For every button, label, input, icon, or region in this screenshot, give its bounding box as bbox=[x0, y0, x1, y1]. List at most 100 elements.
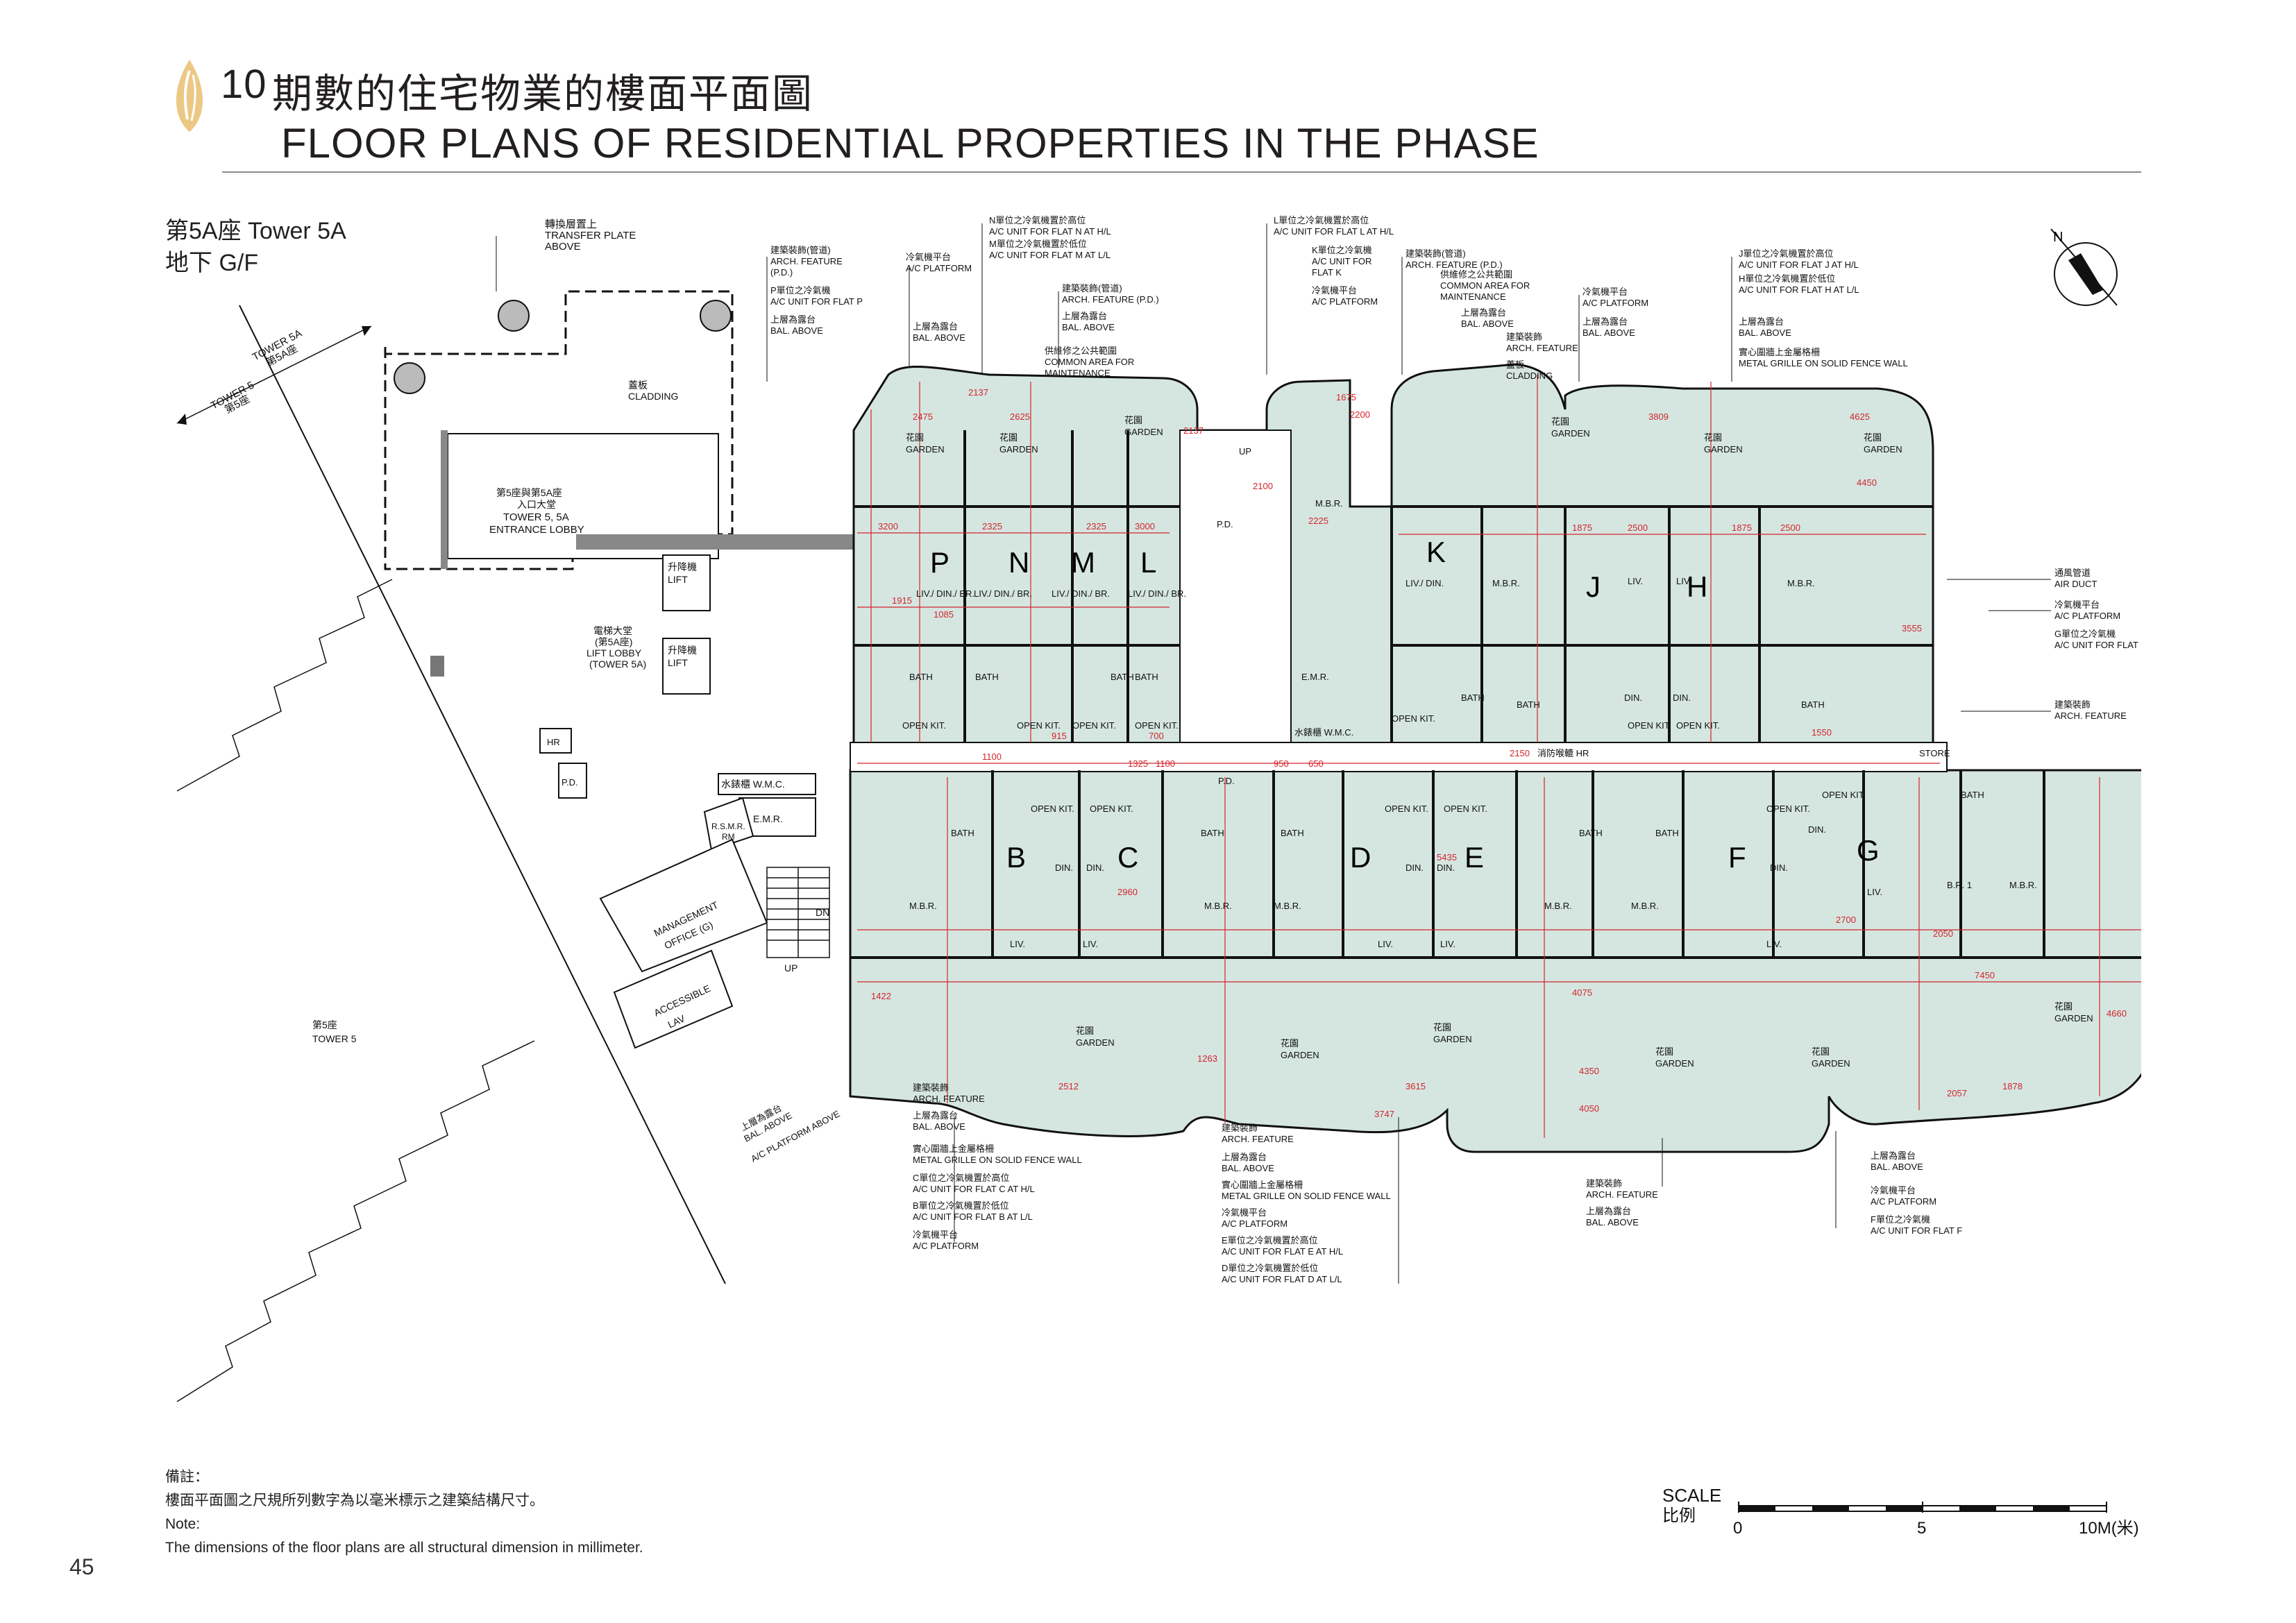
svg-text:M.B.R.: M.B.R. bbox=[1631, 901, 1659, 911]
svg-text:實心圍牆上金屬格柵: 實心圍牆上金屬格柵 bbox=[1739, 347, 1820, 357]
svg-text:M.B.R.: M.B.R. bbox=[1787, 578, 1815, 588]
svg-text:建築裝飾(管道): 建築裝飾(管道) bbox=[1062, 283, 1122, 294]
svg-text:GARDEN: GARDEN bbox=[1704, 444, 1743, 454]
svg-text:M.B.R.: M.B.R. bbox=[909, 901, 937, 911]
page-title-en: FLOOR PLANS OF RESIDENTIAL PROPERTIES IN… bbox=[281, 120, 1539, 167]
svg-text:F: F bbox=[1728, 841, 1746, 874]
svg-text:2200: 2200 bbox=[1350, 409, 1370, 420]
svg-text:A/C UNIT FOR FLAT D AT L/L: A/C UNIT FOR FLAT D AT L/L bbox=[1222, 1274, 1342, 1284]
svg-text:LIV.: LIV. bbox=[1440, 939, 1455, 949]
svg-text:LIV./ DIN./ BR.: LIV./ DIN./ BR. bbox=[974, 588, 1032, 599]
svg-text:METAL GRILLE ON SOLID FENCE WA: METAL GRILLE ON SOLID FENCE WALL bbox=[1739, 358, 1908, 368]
svg-text:DIN.: DIN. bbox=[1808, 824, 1826, 835]
svg-text:1100: 1100 bbox=[1156, 758, 1175, 769]
pd-label: P.D. bbox=[562, 777, 578, 788]
svg-text:D單位之冷氣機置於低位: D單位之冷氣機置於低位 bbox=[1222, 1263, 1318, 1273]
svg-text:OPEN KIT.: OPEN KIT. bbox=[1017, 720, 1061, 731]
page-number: 45 bbox=[69, 1554, 94, 1579]
lower-wing-footprint bbox=[849, 769, 2141, 1153]
svg-text:C: C bbox=[1117, 841, 1138, 874]
cladding-label: CLADDING bbox=[628, 391, 678, 402]
svg-text:OPEN KIT.: OPEN KIT. bbox=[1072, 720, 1116, 731]
svg-text:OPEN KIT.: OPEN KIT. bbox=[1676, 720, 1720, 731]
svg-text:冷氣機平台: 冷氣機平台 bbox=[906, 252, 951, 262]
scale-tick-10: 10M(米) bbox=[2079, 1519, 2139, 1538]
svg-text:BAL. ABOVE: BAL. ABOVE bbox=[1739, 328, 1791, 338]
svg-text:A/C PLATFORM: A/C PLATFORM bbox=[913, 1241, 979, 1251]
svg-text:DIN.: DIN. bbox=[1770, 863, 1788, 873]
svg-text:915: 915 bbox=[1052, 731, 1067, 741]
svg-text:MAINTENANCE: MAINTENANCE bbox=[1440, 291, 1506, 302]
svg-text:M.B.R.: M.B.R. bbox=[1492, 578, 1520, 588]
svg-text:上層為露台: 上層為露台 bbox=[913, 1110, 958, 1121]
svg-text:A/C PLATFORM: A/C PLATFORM bbox=[906, 263, 972, 273]
svg-text:A/C UNIT FOR FLAT N AT H/L: A/C UNIT FOR FLAT N AT H/L bbox=[989, 226, 1111, 237]
svg-text:1263: 1263 bbox=[1197, 1053, 1217, 1064]
scale-bar: SCALE 比例 0 5 10M(米) bbox=[1662, 1485, 2148, 1540]
svg-text:METAL GRILLE ON SOLID FENCE WA: METAL GRILLE ON SOLID FENCE WALL bbox=[1222, 1191, 1391, 1201]
svg-text:MAINTENANCE: MAINTENANCE bbox=[1045, 368, 1111, 378]
svg-text:M.B.R.: M.B.R. bbox=[2009, 880, 2037, 890]
svg-text:花園: 花園 bbox=[1124, 415, 1142, 425]
svg-text:M: M bbox=[1071, 546, 1095, 579]
stair-up-label: UP bbox=[784, 962, 797, 974]
svg-text:BAL. ABOVE: BAL. ABOVE bbox=[913, 1121, 965, 1132]
svg-text:1675: 1675 bbox=[1336, 392, 1356, 402]
svg-text:BATH: BATH bbox=[1801, 699, 1825, 710]
section-number: 10 bbox=[221, 62, 267, 107]
core-up-label: UP bbox=[1239, 446, 1251, 457]
svg-text:DIN.: DIN. bbox=[1086, 863, 1104, 873]
svg-text:OPEN KIT.: OPEN KIT. bbox=[1385, 804, 1428, 814]
room-labels: M.B.R. M.B.R. M.B.R. M.B.R. M.B.R. M.B.R… bbox=[909, 498, 2037, 911]
leaf-logo-icon bbox=[176, 60, 203, 132]
flat-N: N LIV./ DIN./ BR. BATH OPEN KIT. bbox=[974, 546, 1061, 731]
svg-text:上層為露台: 上層為露台 bbox=[770, 314, 816, 325]
svg-text:A/C UNIT FOR FLAT L AT H/L: A/C UNIT FOR FLAT L AT H/L bbox=[1274, 226, 1394, 237]
tower-info: 第5A座 Tower 5A 地下 G/F bbox=[165, 215, 346, 279]
svg-text:G: G bbox=[1857, 834, 1880, 867]
arch-feature-label-cn: 建築裝飾 bbox=[2054, 699, 2091, 710]
svg-text:GARDEN: GARDEN bbox=[1864, 444, 1902, 454]
lower-walls bbox=[850, 770, 2141, 959]
svg-text:2475: 2475 bbox=[913, 411, 933, 422]
lift-1-label-cn: 升降機 bbox=[668, 561, 697, 572]
svg-text:2225: 2225 bbox=[1308, 516, 1328, 526]
transfer-plate-label-2: ABOVE bbox=[545, 241, 581, 253]
lift-1-label: LIFT bbox=[668, 574, 688, 585]
svg-text:建築裝飾: 建築裝飾 bbox=[1586, 1178, 1622, 1189]
svg-text:上層為露台: 上層為露台 bbox=[1739, 316, 1784, 327]
svg-text:GARDEN: GARDEN bbox=[1076, 1037, 1115, 1048]
svg-text:N單位之冷氣機置於高位: N單位之冷氣機置於高位 bbox=[989, 215, 1086, 226]
svg-text:LIV.: LIV. bbox=[1378, 939, 1393, 949]
svg-text:LIV.: LIV. bbox=[1628, 576, 1643, 586]
tower-name: 第5A座 Tower 5A bbox=[165, 218, 346, 244]
lift-2-label: LIFT bbox=[668, 657, 688, 668]
dimension-values: 3200 2325 2325 3000 2100 1875 2500 1875 … bbox=[871, 387, 2127, 1119]
site-label-bottom: TOWER 5 bbox=[312, 1033, 357, 1044]
svg-text:M.B.R.: M.B.R. bbox=[1274, 901, 1301, 911]
svg-text:上層為露台: 上層為露台 bbox=[1062, 311, 1107, 321]
svg-text:A/C PLATFORM: A/C PLATFORM bbox=[1582, 298, 1648, 308]
flat-F: F LIV. BATH OPEN KIT. bbox=[1655, 804, 1810, 949]
transfer-plate-label-cn: 轉換層置上 bbox=[545, 219, 597, 230]
svg-text:2960: 2960 bbox=[1117, 887, 1138, 897]
svg-text:ARCH. FEATURE: ARCH. FEATURE bbox=[770, 256, 843, 266]
svg-text:花園: 花園 bbox=[1864, 432, 1882, 443]
svg-text:建築裝飾(管道): 建築裝飾(管道) bbox=[770, 245, 831, 255]
svg-text:2137: 2137 bbox=[968, 387, 988, 398]
svg-text:OPEN KIT.: OPEN KIT. bbox=[1444, 804, 1487, 814]
site-boundary-lower bbox=[176, 1040, 535, 1402]
svg-text:1875: 1875 bbox=[1572, 522, 1592, 533]
svg-text:A/C PLATFORM: A/C PLATFORM bbox=[1312, 296, 1378, 307]
svg-text:M.B.R.: M.B.R. bbox=[1315, 498, 1343, 509]
svg-text:B單位之冷氣機置於低位: B單位之冷氣機置於低位 bbox=[913, 1200, 1009, 1211]
svg-text:DIN.: DIN. bbox=[1437, 863, 1455, 873]
svg-text:4075: 4075 bbox=[1572, 987, 1592, 998]
svg-text:E單位之冷氣機置於高位: E單位之冷氣機置於高位 bbox=[1222, 1235, 1318, 1246]
svg-text:建築裝飾: 建築裝飾 bbox=[1222, 1123, 1258, 1133]
svg-text:3809: 3809 bbox=[1648, 411, 1669, 422]
flat-G: G LIV. BATH OPEN KIT. B.R. 1 bbox=[1822, 790, 1984, 897]
svg-text:供維修之公共範圍: 供維修之公共範圍 bbox=[1440, 269, 1512, 280]
svg-text:1085: 1085 bbox=[934, 609, 954, 620]
svg-text:建築裝飾: 建築裝飾 bbox=[1506, 332, 1542, 342]
